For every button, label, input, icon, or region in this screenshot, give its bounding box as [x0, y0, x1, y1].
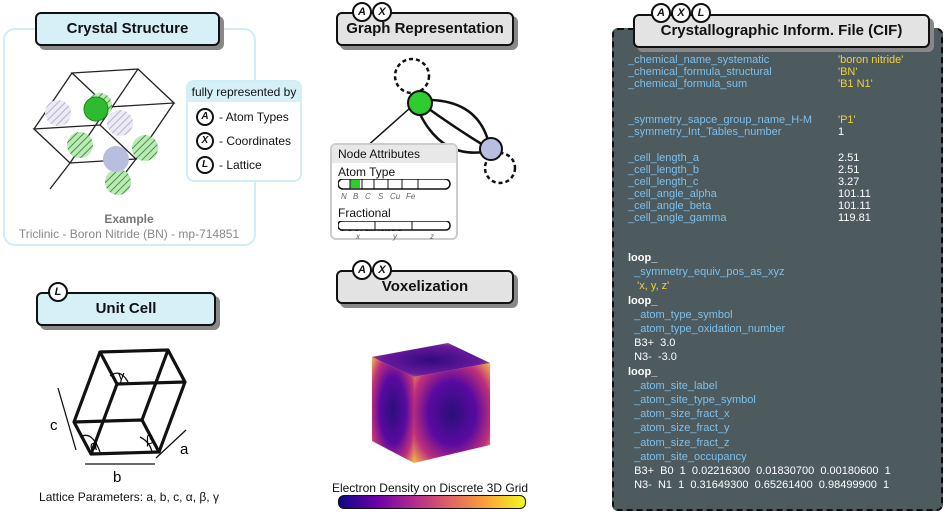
cif-field-key: _cell_angle_beta [628, 200, 712, 212]
coordinates-badge: X [372, 260, 392, 280]
legend-header: fully represented by [188, 82, 300, 102]
cif-loop-line: loop_ [628, 294, 658, 307]
cif-field-value: 'boron nitride' [838, 54, 904, 66]
c-label: c [50, 417, 58, 434]
atom-types-badge: A [352, 2, 372, 22]
lattice-parameters-caption: Lattice Parameters: a, b, c, α, β, γ [39, 490, 219, 504]
crystal-structure-illustration [32, 68, 176, 195]
legend-label: - Lattice [219, 158, 262, 172]
atom-type-c: C [365, 192, 371, 201]
cif-loop-line: loop_ [628, 365, 658, 378]
cif-loop-line: N3- -3.0 [628, 351, 677, 364]
cif-title: Crystallographic Inform. File (CIF) [633, 14, 930, 48]
cif-loop-line: _atom_site_label [628, 379, 718, 392]
coord-z: z [429, 232, 434, 241]
coord-x: x [355, 232, 361, 241]
cif-field-key: _chemical_name_systematic [628, 54, 770, 66]
example-label: Example [104, 212, 154, 226]
b-label: b [113, 469, 121, 482]
atom-types-badge: A [196, 108, 214, 126]
cif-loop-line: _atom_type_oxidation_number [628, 323, 786, 335]
legend-row-atom-types: A - Atom Types [196, 108, 300, 126]
cif-field-key: _symmetry_Int_Tables_number [628, 126, 782, 138]
legend-label: - Coordinates [219, 134, 292, 148]
cif-field-value: 3.27 [838, 176, 860, 188]
coordinates-badge: X [196, 132, 214, 150]
cif-loop-line: _symmetry_equiv_pos_as_xyz [628, 266, 785, 279]
cif-field-key: _chemical_formula_structural [628, 66, 772, 78]
atom-type-one-hot: N B C S Cu Fe [338, 179, 451, 201]
density-colorbar [338, 495, 526, 509]
gamma-label: γ [118, 368, 125, 383]
atom-types-badge: A [651, 3, 671, 23]
node-attributes-box: Node Attributes Atom Type N B C S Cu Fe … [330, 143, 458, 241]
coord-y: y [392, 232, 398, 241]
cif-field-value: 119.81 [838, 212, 871, 224]
coordinates-badge: X [671, 3, 691, 23]
cif-loop-line: _atom_site_occupancy [628, 450, 747, 463]
lattice-badge: L [691, 3, 711, 23]
cif-field-key: _cell_angle_alpha [628, 188, 717, 200]
cif-loop-line: 'x, y, z' [628, 280, 670, 293]
a-label: a [180, 441, 189, 458]
cif-loop-line: _atom_size_fract_y [628, 422, 730, 435]
atom-type-fe: Fe [406, 192, 416, 201]
cif-loop-line: N3- N1 1 0.31649300 0.65261400 0.9849990… [628, 479, 890, 492]
cif-loop-line: B3+ 3.0 [628, 337, 676, 350]
cif-field-value: 'P1' [838, 114, 856, 126]
representation-legend: fully represented by A - Atom Types X - … [186, 80, 302, 182]
cif-field-key: _cell_length_b [628, 164, 699, 176]
lattice-badge: L [48, 282, 68, 302]
cif-loop-line: _atom_size_fract_z [628, 436, 730, 449]
unit-cell-diagram: c a b α β γ [50, 348, 189, 482]
legend-row-coordinates: X - Coordinates [196, 132, 300, 150]
cif-field-value: 'B1 N1' [838, 78, 873, 90]
cif-field-value: 2.51 [838, 164, 860, 176]
cif-panel: _chemical_name_systematic 'boron nitride'… [612, 28, 943, 511]
graph-illustration [364, 57, 517, 185]
cif-field-key: _cell_length_a [628, 152, 699, 164]
atom-type-s: S [378, 192, 384, 201]
cif-field-value: 1 [838, 126, 845, 138]
atom-type-b: B [353, 192, 359, 201]
fractional-coordinates-bar: x y z [338, 221, 451, 241]
cif-field-key: _cell_angle_gamma [628, 212, 727, 224]
node-attributes-title: Node Attributes [332, 145, 456, 163]
cif-loop-line: _atom_size_fract_x [628, 408, 730, 421]
example-description: Triclinic - Boron Nitride (BN) - mp-7148… [18, 227, 240, 241]
alpha-label: α [90, 438, 98, 453]
cif-field-value: 2.51 [838, 152, 860, 164]
beta-label: β [146, 432, 153, 447]
coordinates-badge: X [372, 2, 392, 22]
legend-row-lattice: L - Lattice [196, 156, 300, 174]
voxel-grid-illustration [371, 342, 491, 463]
voxelization-caption: Electron Density on Discrete 3D Grid [331, 481, 529, 495]
atom-type-cu: Cu [390, 192, 401, 201]
atom-type-n: N [341, 192, 347, 201]
legend-label: - Atom Types [219, 110, 289, 124]
cif-loop-line: _atom_type_symbol [628, 308, 733, 321]
atom-types-badge: A [352, 260, 372, 280]
cif-loop-line: loop_ [628, 252, 658, 264]
cif-field-key: _chemical_formula_sum [628, 78, 748, 90]
cif-field-key: _symmetry_sapce_group_name_H-M [628, 114, 813, 126]
cif-field-value: 101.11 [838, 188, 871, 200]
cif-field-key: _cell_length_c [628, 176, 699, 188]
cif-field-value: 'BN' [838, 66, 858, 78]
cif-field-value: 101.11 [838, 200, 871, 212]
crystal-structure-title: Crystal Structure [35, 12, 220, 46]
atom-type-label: Atom Type [338, 165, 396, 179]
lattice-badge: L [196, 156, 214, 174]
cif-loop-line: B3+ B0 1 0.02216300 0.01830700 0.0018060… [628, 465, 891, 477]
cif-loop-line: _atom_site_type_symbol [628, 394, 756, 406]
